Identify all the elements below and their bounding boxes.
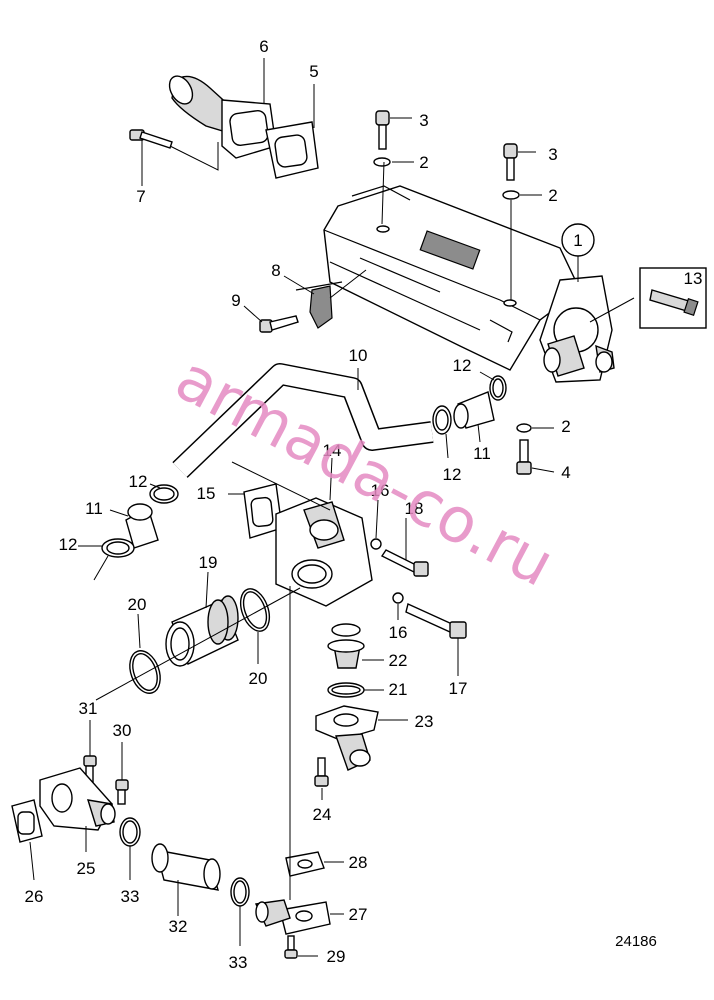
callout-4: 4 — [561, 463, 570, 482]
callout-20-right: 20 — [249, 669, 268, 688]
part-15-gasket — [228, 483, 283, 539]
callout-14: 14 — [323, 441, 342, 460]
callout-33-left: 33 — [121, 887, 140, 906]
part-21-o-ring — [327, 682, 384, 698]
callout-24: 24 — [313, 805, 332, 824]
part-6-exhaust-elbow — [168, 75, 277, 159]
part-25-elbow — [39, 767, 116, 852]
detail-circle-label: 1 — [573, 231, 582, 250]
part-12-clamp-upper-right — [479, 371, 507, 401]
part-24-bolt — [314, 757, 329, 800]
part-32-hose — [151, 843, 221, 916]
part-33-clamp-right — [230, 877, 250, 946]
callout-12-left-lower: 12 — [59, 535, 78, 554]
callout-15: 15 — [197, 484, 216, 503]
part-11-hose-left — [109, 503, 159, 549]
callout-16-upper: 16 — [371, 481, 390, 500]
part-31-bolt — [83, 720, 97, 783]
detail-circle-1: 1 — [561, 223, 595, 282]
part-8-clamp — [295, 269, 367, 329]
callout-labels: 6 5 7 3 2 3 2 13 8 9 10 12 2 4 12 11 14 … — [25, 37, 703, 972]
callout-12-mid-right: 12 — [443, 465, 462, 484]
part-16-washer-upper — [370, 499, 382, 550]
part-16-washer-lower — [392, 592, 404, 620]
callout-2-lower: 2 — [561, 417, 570, 436]
part-33-clamp-left — [119, 817, 141, 880]
callout-21: 21 — [389, 680, 408, 699]
part-13-sensor-detail — [639, 267, 707, 329]
callout-2-left: 2 — [419, 153, 428, 172]
leader-31 — [95, 587, 301, 701]
callout-5: 5 — [309, 62, 318, 81]
callout-7: 7 — [136, 187, 145, 206]
part-29-bolt — [284, 935, 318, 959]
part-23-thermostat-cover — [315, 705, 408, 771]
callout-11-left: 11 — [85, 499, 103, 518]
callout-20-left: 20 — [128, 595, 147, 614]
callout-6: 6 — [259, 37, 268, 56]
part-26-gasket — [11, 799, 43, 881]
callout-33-right: 33 — [229, 953, 248, 972]
part-14-thermostat-housing — [231, 457, 373, 607]
part-2-washer-left — [373, 157, 391, 225]
part-20-o-ring-left — [129, 613, 161, 694]
part-7-bolt — [129, 129, 219, 171]
callout-32: 32 — [169, 917, 188, 936]
callout-29: 29 — [327, 947, 346, 966]
callout-8: 8 — [271, 261, 280, 280]
callout-11-right: 11 — [473, 444, 491, 463]
callout-25: 25 — [77, 859, 96, 878]
part-3-bolt-right — [503, 143, 536, 181]
figure-number: 24186 — [615, 933, 657, 950]
callout-13: 13 — [684, 269, 703, 288]
callout-18: 18 — [405, 499, 424, 518]
callout-28: 28 — [349, 853, 368, 872]
part-9-bolt — [259, 315, 299, 333]
callout-10: 10 — [349, 346, 368, 365]
callout-16-lower: 16 — [389, 623, 408, 642]
callout-17: 17 — [449, 679, 468, 698]
callout-3-left: 3 — [419, 111, 428, 130]
part-2-washer-right — [502, 190, 520, 300]
callout-12-left-upper: 12 — [129, 472, 148, 491]
part-17-bolt — [405, 603, 467, 676]
part-4-bolt — [516, 439, 555, 475]
part-27-outlet-elbow — [254, 899, 344, 935]
part-3-bolt-left — [375, 110, 412, 150]
part-22-thermostat — [327, 623, 384, 669]
callout-12-upper-right: 12 — [453, 356, 472, 375]
part-12-clamp-mid-right — [432, 405, 452, 459]
callout-26: 26 — [25, 887, 44, 906]
callout-22: 22 — [389, 651, 408, 670]
part-5-gasket — [265, 121, 319, 179]
part-18-bolt — [380, 518, 429, 577]
part-12-clamp-left-upper — [149, 483, 179, 504]
callout-27: 27 — [349, 905, 368, 924]
callout-9: 9 — [231, 291, 240, 310]
callout-31: 31 — [79, 699, 98, 718]
callout-19: 19 — [199, 553, 218, 572]
part-19-sleeve — [165, 571, 239, 667]
callout-2-right: 2 — [548, 186, 557, 205]
callout-30: 30 — [113, 721, 132, 740]
part-28-gasket — [285, 851, 344, 877]
callout-23: 23 — [415, 712, 434, 731]
heat-exchanger-housing — [323, 185, 635, 383]
part-11-hose-upper-right — [453, 391, 495, 429]
part-20-o-ring-right — [239, 588, 271, 664]
part-12-clamp-left-lower — [93, 538, 135, 581]
callout-3-right: 3 — [548, 145, 557, 164]
part-30-bolt — [115, 742, 129, 805]
part-10-coolant-hose — [172, 363, 434, 478]
part-2-washer-lower — [516, 423, 554, 433]
